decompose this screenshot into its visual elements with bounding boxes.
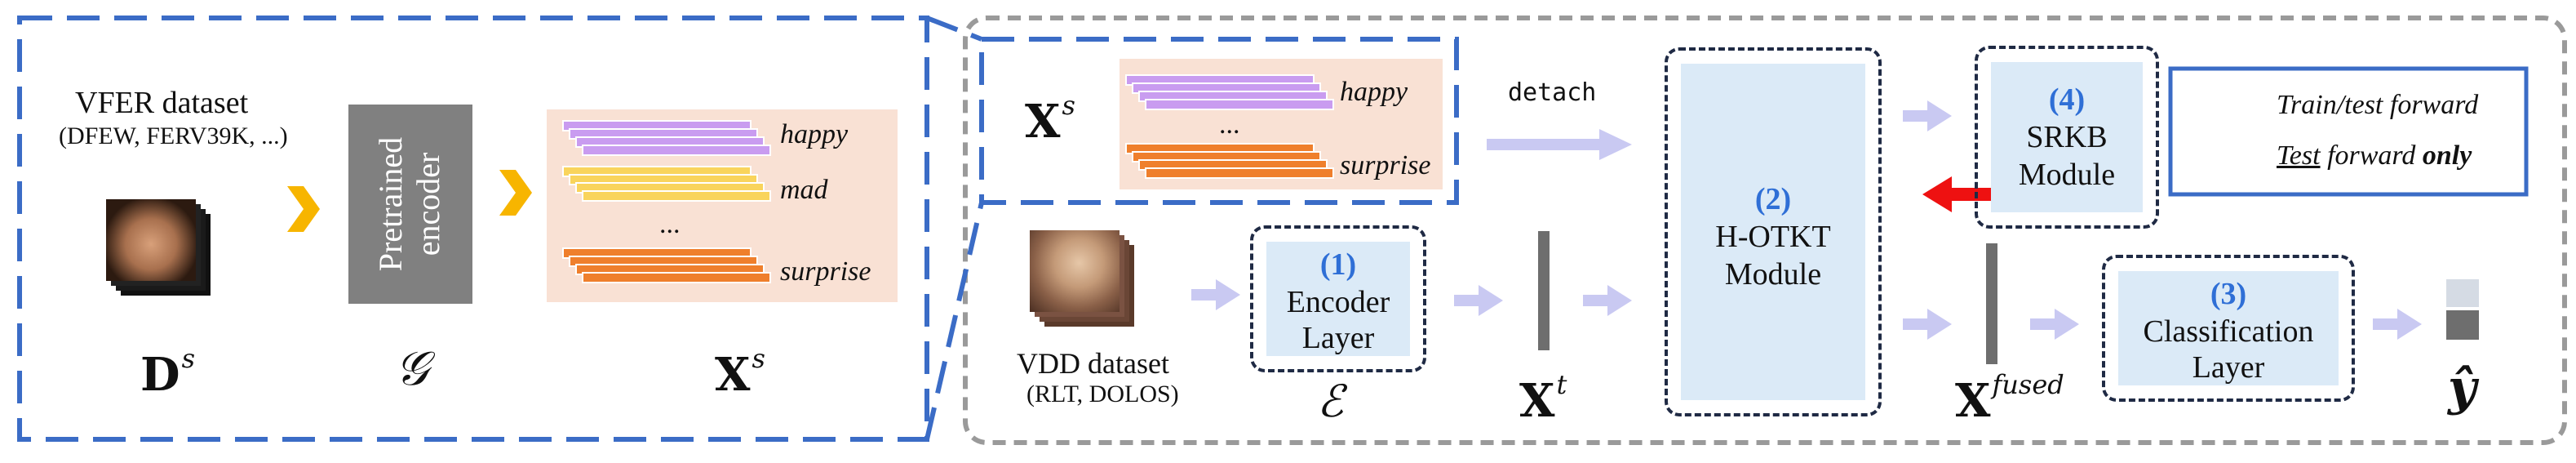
vfer-dataset-title: VFER dataset	[75, 86, 249, 120]
red-arrow-srkb-hotkt	[1922, 176, 1994, 212]
right-xs-symbol: Xs	[1025, 90, 1075, 149]
legend-forward-word: forward	[2320, 140, 2423, 171]
encoder-layer-label-1: Encoder	[1286, 285, 1390, 319]
pretrained-encoder-block	[348, 105, 472, 304]
encoder-layer-module: (1) Encoder Layer	[1250, 225, 1426, 372]
srkb-label-1: SRKB	[2026, 120, 2108, 154]
orange-arrow-1	[287, 186, 320, 232]
left-yellow-stack	[562, 166, 771, 202]
xfused-bar	[1986, 243, 1997, 364]
arrow-xt-hotkt	[1583, 285, 1632, 316]
g-symbol: 𝒢	[395, 342, 429, 395]
right-orange-stack	[1125, 143, 1334, 179]
srkb-label-2: Module	[2018, 158, 2116, 192]
xfused-symbol: Xfused	[1955, 369, 2064, 428]
vfer-dataset-sub: (DFEW, FERV39K, ...)	[59, 122, 288, 149]
zoom-line-top	[925, 16, 983, 42]
vdd-face-stack	[1030, 230, 1144, 332]
encoder-layer-label-2: Layer	[1301, 321, 1375, 355]
xt-bar	[1538, 231, 1550, 350]
classification-number: (3)	[2210, 277, 2247, 311]
hotkt-module: (2) H-OTKT Module	[1665, 47, 1882, 416]
vfer-face-stack	[106, 199, 220, 301]
right-purple-stack	[1125, 74, 1334, 110]
left-purple-stack	[562, 120, 771, 156]
y-block-top	[2446, 279, 2479, 307]
legend-only-word: only	[2422, 140, 2472, 171]
hotkt-label-1: H-OTKT	[1715, 220, 1831, 254]
arrow-hotkt-srkb	[1903, 100, 1952, 131]
srkb-number: (4)	[2048, 82, 2086, 117]
right-label-surprise: surprise	[1340, 150, 1431, 180]
hotkt-number: (2)	[1754, 182, 1792, 216]
hotkt-label-2: Module	[1724, 257, 1822, 292]
arrow-vdd-encoder	[1191, 279, 1240, 310]
right-label-ellipsis: ...	[1219, 109, 1240, 140]
left-label-mad: mad	[780, 175, 828, 205]
arrow-hotkt-xfused	[1903, 309, 1952, 340]
e-symbol: ℰ	[1317, 377, 1344, 426]
legend-frame	[2168, 66, 2529, 197]
arrow-xfused-cls	[2030, 309, 2079, 340]
zoom-line-bottom	[924, 202, 984, 440]
arrow-encoder-xt	[1454, 285, 1503, 316]
orange-arrow-2	[499, 170, 532, 216]
detach-label: detach	[1508, 78, 1597, 107]
encoder-layer-number: (1)	[1319, 247, 1357, 282]
pretrained-encoder-label: Pretrained encoder	[372, 136, 446, 272]
left-label-ellipsis: ...	[659, 209, 681, 239]
vdd-dataset-sub: (RLT, DOLOS)	[1026, 381, 1179, 407]
vdd-dataset-title: VDD dataset	[1017, 347, 1169, 380]
classification-label-1: Classification	[2143, 314, 2314, 349]
srkb-module: (4) SRKB Module	[1975, 46, 2159, 229]
left-xs-symbol: Xs	[715, 343, 765, 402]
classification-layer-module: (3) Classification Layer	[2102, 255, 2355, 402]
y-hat-symbol: ŷ	[2448, 359, 2476, 416]
detach-arrow	[1487, 129, 1632, 160]
legend-test-only: Test forward only	[2277, 140, 2472, 171]
legend-test-word: Test	[2277, 140, 2321, 171]
xt-symbol: Xt	[1519, 369, 1567, 428]
left-label-surprise: surprise	[780, 256, 871, 287]
right-label-happy: happy	[1340, 77, 1408, 107]
left-label-happy: happy	[780, 119, 849, 149]
y-block-bottom	[2446, 310, 2479, 340]
left-orange-stack	[562, 247, 771, 283]
ds-symbol: Ds	[140, 343, 195, 402]
legend-train-test: Train/test forward	[2277, 90, 2479, 120]
classification-label-2: Layer	[2192, 350, 2265, 385]
arrow-cls-y	[2373, 309, 2422, 340]
